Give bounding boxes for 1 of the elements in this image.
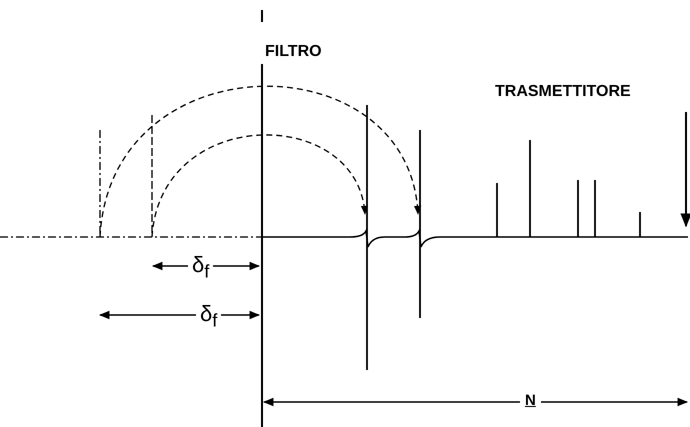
spacing-label: N [520, 393, 541, 408]
